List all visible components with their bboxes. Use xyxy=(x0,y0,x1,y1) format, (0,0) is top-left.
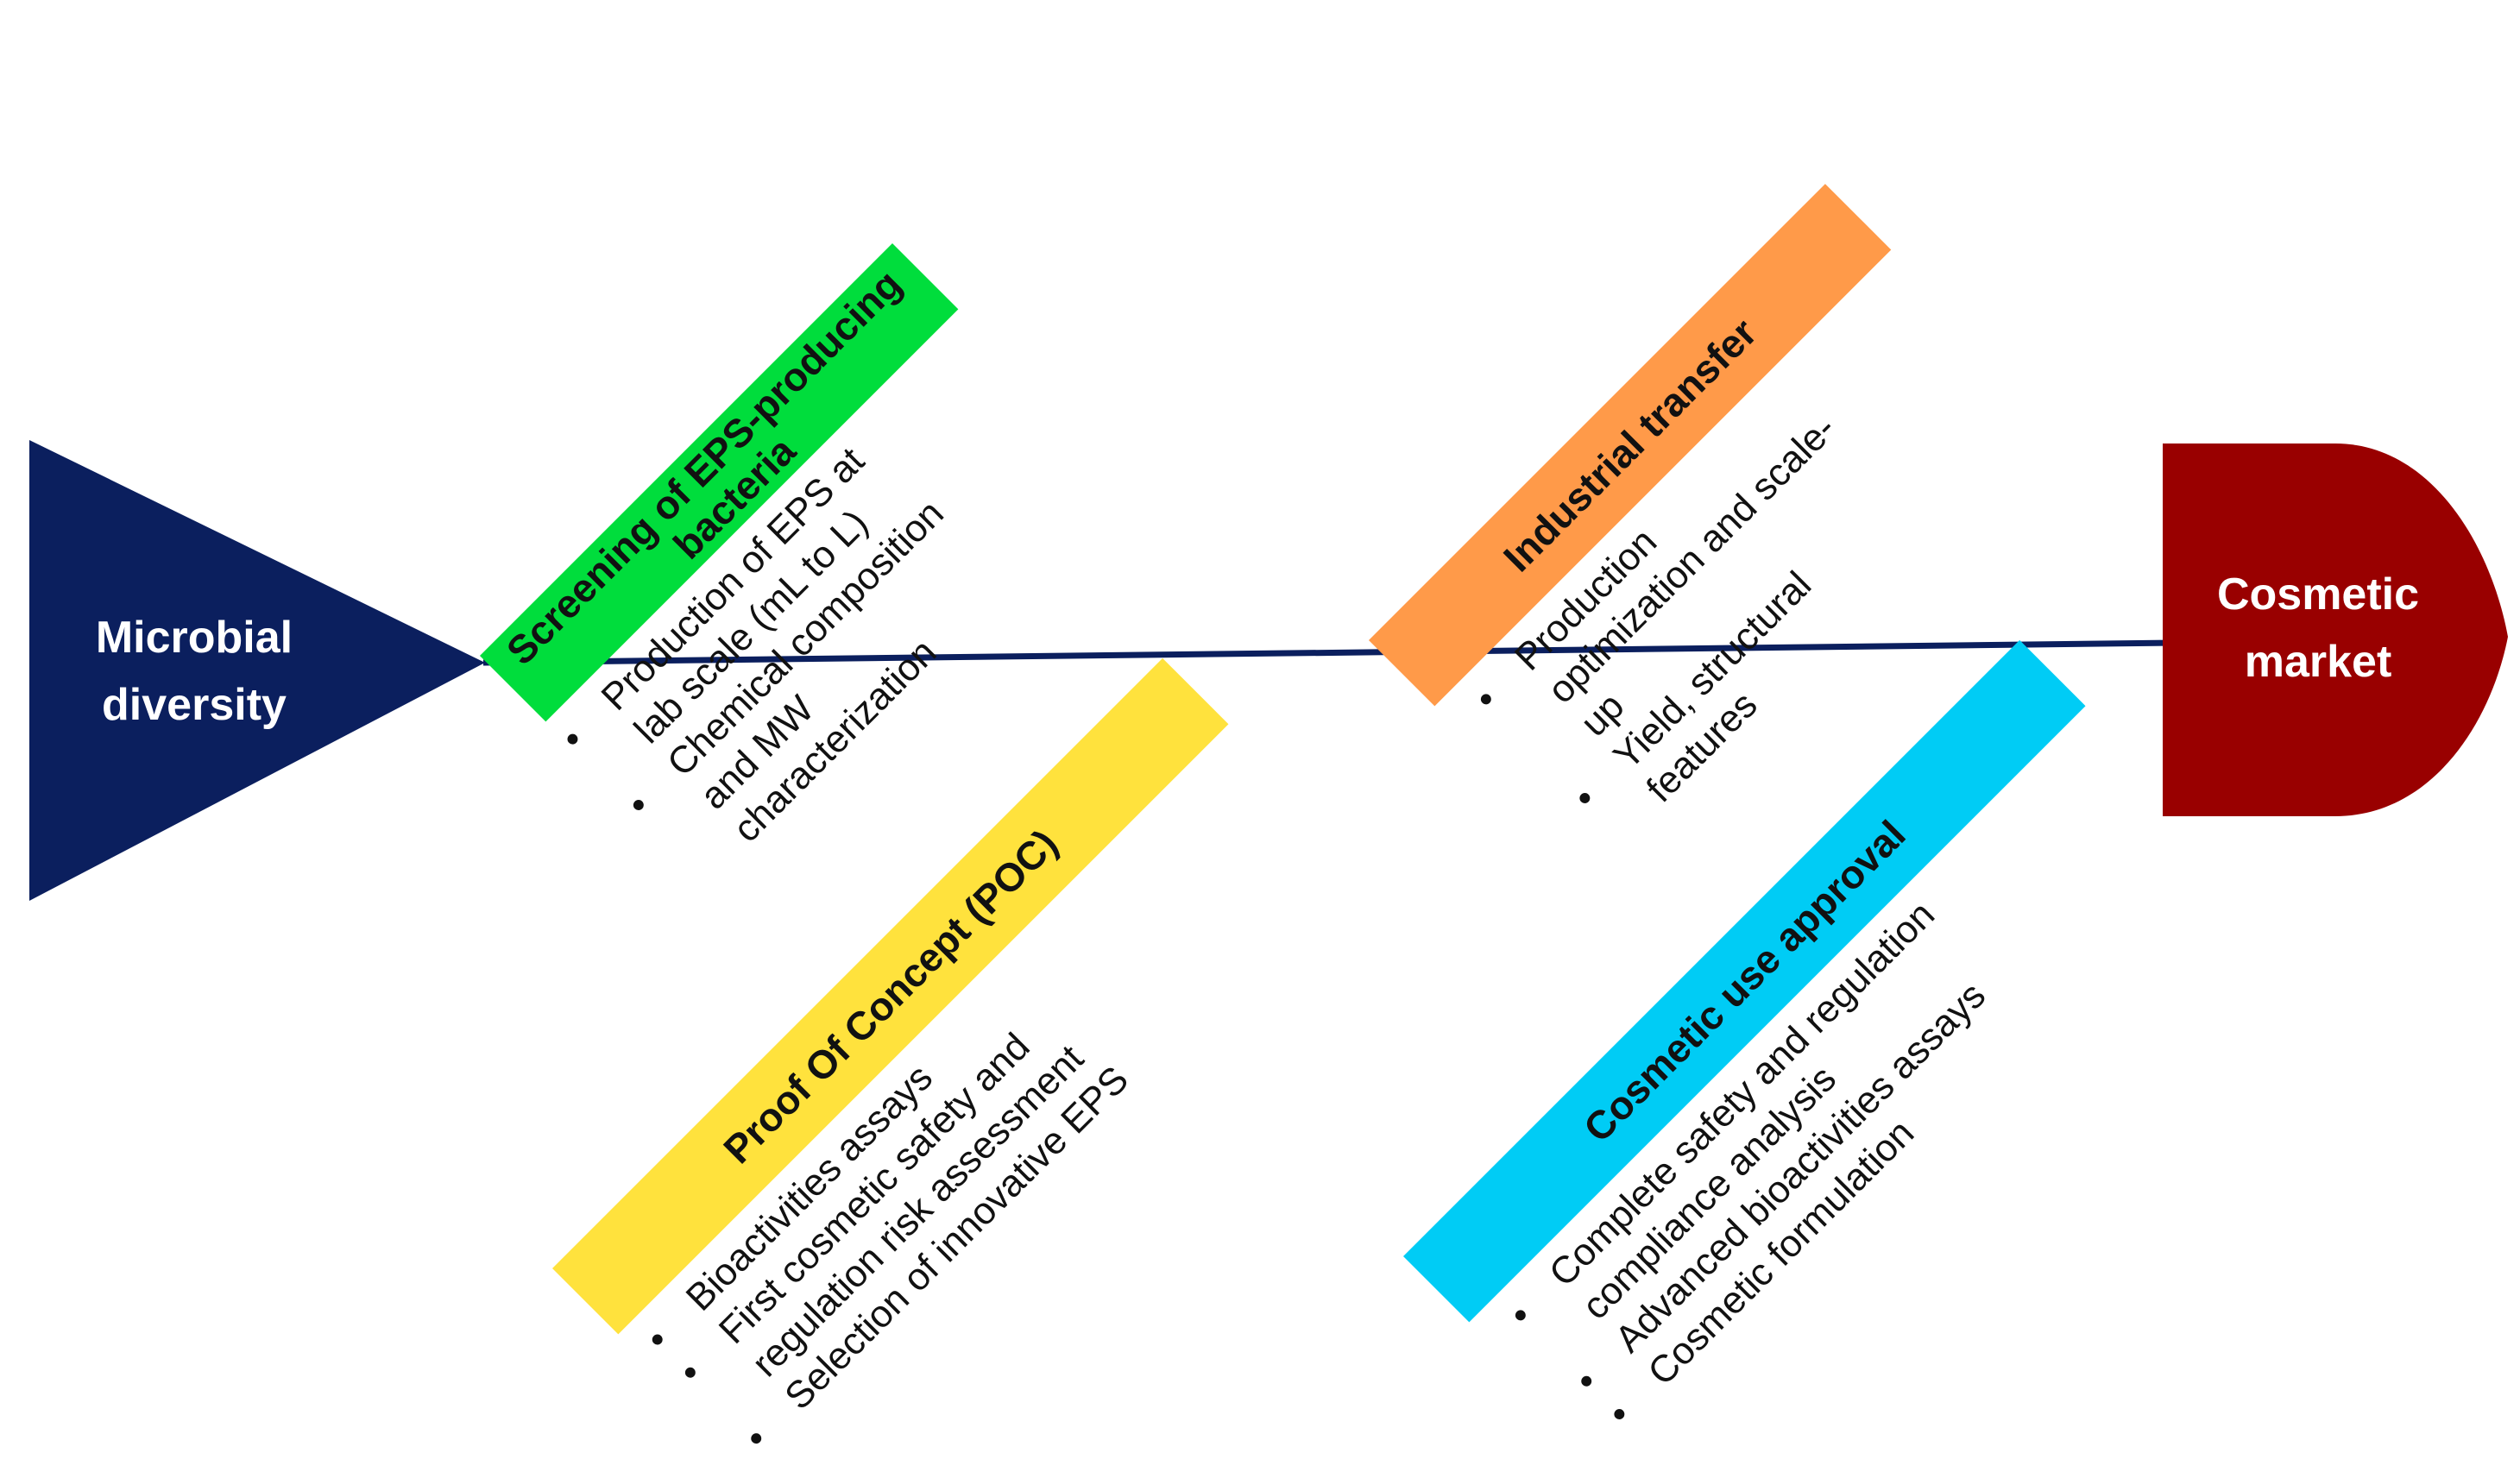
end-label-line-2: market xyxy=(2244,637,2392,687)
end-label: Cosmetic market xyxy=(2163,561,2473,695)
start-label-line-2: diversity xyxy=(102,680,287,730)
start-label-line-1: Microbial xyxy=(95,613,293,663)
start-triangle xyxy=(29,440,485,901)
fishbone-diagram: Microbial diversity Cosmetic market Scre… xyxy=(0,0,2520,1437)
industrial-item-list: Production optimization and scale-up Yie… xyxy=(1465,370,1948,852)
end-head-shape xyxy=(2163,443,2508,816)
end-label-line-1: Cosmetic xyxy=(2216,569,2420,620)
screening-item-list: Production of EPS at lab scale (mL to L)… xyxy=(551,411,1034,893)
start-label: Microbial diversity xyxy=(35,604,354,739)
